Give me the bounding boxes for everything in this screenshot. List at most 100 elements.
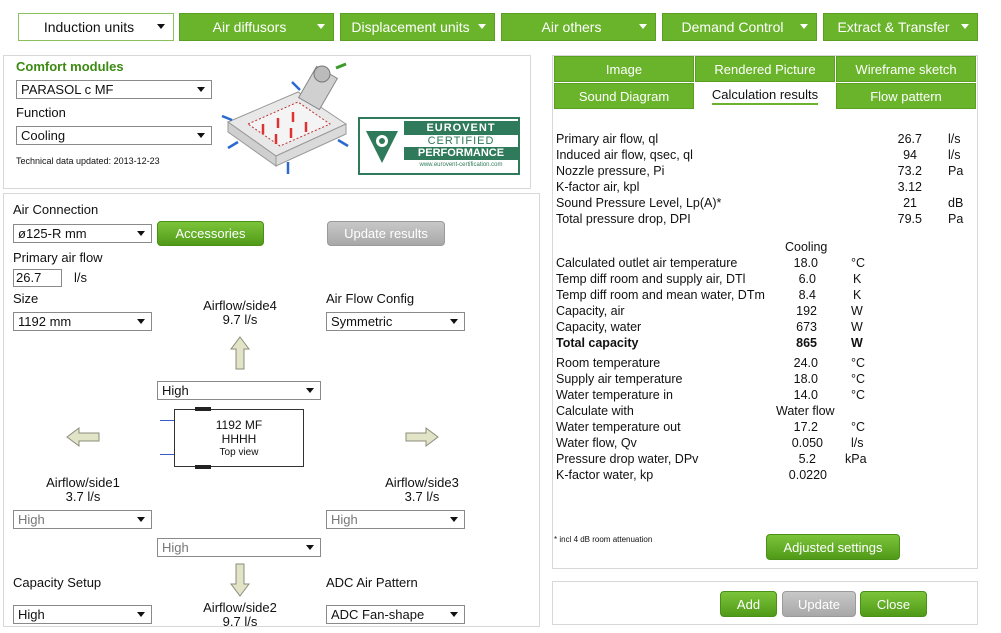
side4-value: 9.7 l/s (222, 312, 258, 327)
add-button[interactable]: Add (720, 591, 777, 617)
result-value: 3.12 (897, 180, 922, 194)
capacity-setup-select[interactable]: High (13, 605, 152, 624)
chevron-down-icon (478, 24, 486, 29)
tab-extract-transfer[interactable]: Extract & Transfer (823, 13, 978, 41)
size-label: Size (13, 291, 39, 306)
unit-connector (195, 407, 211, 411)
result-value: 192 (796, 304, 817, 318)
chevron-down-icon (137, 319, 145, 324)
side3-title: Airflow/side3 (385, 475, 459, 490)
tab-label: Calculation results (711, 87, 819, 105)
tab-image[interactable]: Image (554, 56, 694, 82)
result-value: 79.5 (897, 212, 922, 226)
result-label: Total capacity (556, 336, 639, 350)
result-unit: K (853, 272, 862, 286)
result-unit: W (851, 336, 863, 350)
tab-sound-diagram[interactable]: Sound Diagram (554, 83, 694, 109)
side2-select-value: High (162, 540, 189, 555)
eurovent-text-3: PERFORMANCE (404, 147, 518, 160)
tab-air-diffusors[interactable]: Air diffusors (179, 13, 334, 41)
close-button[interactable]: Close (860, 591, 927, 617)
result-label: Primary air flow, ql (556, 132, 659, 146)
chevron-down-icon (450, 612, 458, 617)
accessories-button[interactable]: Accessories (157, 221, 264, 246)
result-value: 18.0 (793, 256, 818, 270)
result-label: Room temperature (556, 356, 661, 370)
chevron-down-icon (197, 133, 205, 138)
air-connection-select[interactable]: ø125-R mm (13, 224, 152, 243)
tab-induction-units[interactable]: Induction units (18, 13, 174, 41)
unit-code: HHHH (221, 432, 257, 446)
tab-wireframe-sketch[interactable]: Wireframe sketch (836, 56, 976, 82)
side1-value: 3.7 l/s (65, 489, 101, 504)
result-unit: °C (851, 388, 866, 402)
side2-value: 9.7 l/s (222, 614, 258, 629)
result-label: Capacity, water (556, 320, 642, 334)
result-label: K-factor water, kp (556, 468, 654, 482)
result-value: 94 (903, 148, 917, 162)
adc-air-pattern-select[interactable]: ADC Fan-shape (326, 605, 465, 624)
tab-label: Air diffusors (212, 19, 287, 35)
result-unit: Pa (948, 164, 964, 178)
air-flow-config-select[interactable]: Symmetric (326, 312, 465, 331)
result-value: 21 (903, 196, 917, 210)
result-label: Water temperature out (556, 420, 681, 434)
chevron-down-icon (157, 24, 165, 29)
tab-label: Displacement units (351, 19, 470, 35)
tab-displacement-units[interactable]: Displacement units (340, 13, 495, 41)
tab-air-others[interactable]: Air others (501, 13, 656, 41)
result-unit: °C (851, 420, 866, 434)
update-button[interactable]: Update (782, 591, 856, 617)
primary-air-flow-input[interactable]: 26.7 (13, 269, 62, 287)
adc-air-pattern-label: ADC Air Pattern (326, 575, 418, 590)
product-image (218, 62, 353, 180)
result-unit: °C (851, 372, 866, 386)
tab-demand-control[interactable]: Demand Control (662, 13, 817, 41)
chevron-down-icon (197, 87, 205, 92)
result-value: 14.0 (793, 388, 818, 402)
tab-label: Demand Control (681, 19, 784, 35)
function-label: Function (16, 105, 66, 120)
chevron-down-icon (800, 24, 808, 29)
size-select[interactable]: 1192 mm (13, 312, 152, 331)
result-unit: °C (851, 356, 866, 370)
side2-title: Airflow/side2 (203, 600, 277, 615)
product-heading: Comfort modules (16, 59, 124, 74)
result-unit: l/s (851, 436, 864, 450)
result-label: Water temperature in (556, 388, 673, 402)
result-label: Water flow, Qv (556, 436, 637, 450)
result-unit: kPa (845, 452, 867, 466)
side4-title: Airflow/side4 (203, 298, 277, 313)
arrow-right-icon (405, 427, 439, 447)
result-label: K-factor air, kpl (556, 180, 640, 194)
unit-view-label: Top view (219, 447, 259, 458)
side1-select[interactable]: High (13, 510, 152, 529)
chevron-down-icon (961, 24, 969, 29)
result-value: 17.2 (793, 420, 818, 434)
function-select[interactable]: Cooling (16, 126, 212, 145)
chevron-down-icon (317, 24, 325, 29)
side3-select[interactable]: High (326, 510, 465, 529)
footnote: * incl 4 dB room attenuation (554, 535, 653, 544)
tab-rendered-picture[interactable]: Rendered Picture (695, 56, 835, 82)
result-unit: K (853, 288, 862, 302)
air-connection-value: ø125-R mm (18, 226, 87, 241)
eurovent-logo: EUROVENT CERTIFIED PERFORMANCE www.eurov… (358, 117, 520, 175)
eurovent-text-2: CERTIFIED (427, 135, 495, 147)
chevron-down-icon (137, 517, 145, 522)
side3-select-value: High (331, 512, 358, 527)
side4-select[interactable]: High (157, 381, 321, 400)
chevron-down-icon (306, 388, 314, 393)
result-unit: l/s (948, 148, 961, 162)
side2-select[interactable]: High (157, 538, 321, 557)
model-select[interactable]: PARASOL c MF (16, 80, 212, 99)
update-results-button[interactable]: Update results (327, 221, 445, 246)
side1-title: Airflow/side1 (46, 475, 120, 490)
chevron-down-icon (639, 24, 647, 29)
tab-flow-pattern[interactable]: Flow pattern (836, 83, 976, 109)
result-value: 5.2 (798, 452, 816, 466)
tab-calculation-results[interactable]: Calculation results (695, 83, 835, 109)
result-value: 865 (796, 336, 817, 350)
adjusted-settings-button[interactable]: Adjusted settings (766, 534, 900, 560)
arrow-left-icon (66, 427, 100, 447)
